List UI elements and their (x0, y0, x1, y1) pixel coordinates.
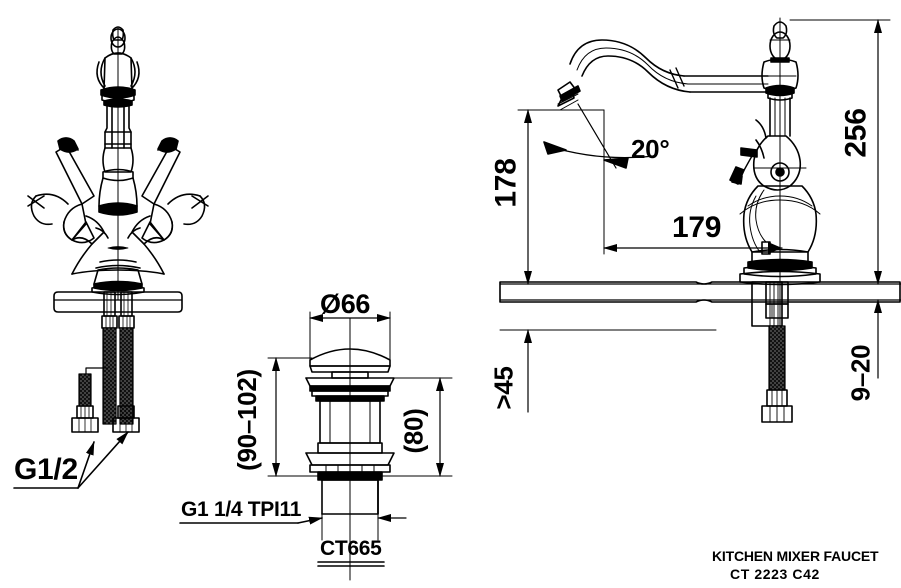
drawing-title: KITCHEN MIXER FAUCET (712, 548, 879, 564)
dimension-label-drain-body-height: (80) (398, 408, 429, 454)
front-elevation-geometry (27, 26, 209, 433)
height-90-102-dimension (267, 357, 321, 477)
dimension-label-256: 256 (839, 108, 873, 158)
drain-part-label: CT665 (320, 537, 382, 560)
dimension-178 (499, 109, 605, 285)
drawing-model-number: CT 2223 C42 (730, 566, 820, 582)
swivel-angle-indicator (543, 103, 655, 169)
dimension-label-swivel-angle: 20° (631, 134, 670, 164)
dimension-label-178: 178 (489, 158, 523, 208)
dimension-label-179: 179 (672, 211, 722, 244)
dimension-label-supply-thread: G1/2 (14, 453, 78, 486)
diameter-66-dimension (309, 311, 391, 365)
dimension-label-min-clearance: >45 (488, 366, 519, 410)
dimension-179 (603, 109, 783, 255)
dimension-label-drain-diameter: Ø66 (320, 289, 371, 319)
dimension-min-45 (499, 329, 717, 413)
g12-leaders (13, 431, 129, 489)
height-80-dimension (381, 377, 453, 477)
ct665-underline (317, 561, 385, 567)
drain-thread-leader (179, 479, 407, 541)
side-elevation-geometry (499, 17, 901, 423)
dimension-label-drain-thread: G1 1/4 TPI11 (181, 498, 302, 521)
dimension-label-deck-thickness: 9–20 (845, 344, 876, 402)
dimension-label-drain-total-height: (90–102) (231, 369, 262, 471)
dimension-9-20 (819, 299, 891, 379)
dimension-256 (789, 19, 891, 285)
drain-assembly-geometry (305, 317, 395, 581)
